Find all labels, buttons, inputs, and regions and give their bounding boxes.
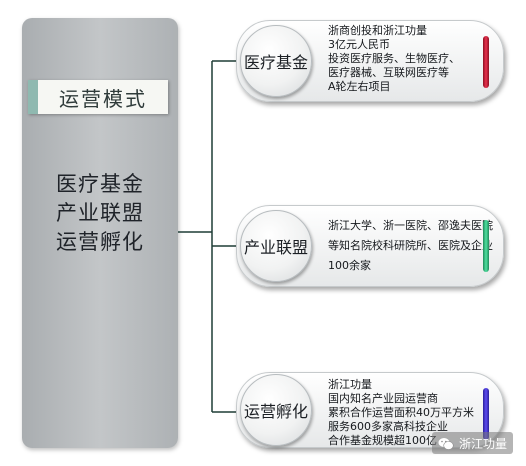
wechat-icon — [438, 436, 454, 450]
card-desc-medical-fund: 浙商创投和浙江功量 3亿元人民币 投资医疗服务、生物医疗、 医疗器械、互联网医疗… — [328, 24, 478, 94]
watermark: 浙江功量 — [432, 432, 514, 454]
desc-line: A轮左右项目 — [328, 80, 391, 93]
desc-line: 浙江功量 — [328, 378, 372, 391]
card-title-incubation: 运营孵化 — [240, 374, 312, 446]
desc-line: 浙商创投和浙江功量 — [328, 24, 427, 37]
watermark-text: 浙江功量 — [459, 436, 508, 451]
desc-line: 100余家 — [328, 259, 371, 272]
card-desc-incubation: 浙江功量 国内知名产业园运营商 累积合作运营面积40万平方米 服务600多家高科… — [328, 378, 478, 448]
desc-line: 累积合作运营面积40万平方米 — [328, 406, 474, 419]
panel-item-list: 医疗基金 产业联盟 运营孵化 — [22, 170, 178, 257]
card-title-industry-alliance: 产业联盟 — [240, 210, 312, 282]
card-title-medical-fund: 医疗基金 — [240, 25, 312, 97]
desc-line: 投资医疗服务、生物医疗、 — [328, 52, 460, 65]
panel-item-incubation: 运营孵化 — [56, 230, 144, 254]
accent-bar-blue — [483, 388, 489, 440]
desc-line: 国内知名产业园运营商 — [328, 392, 438, 405]
panel-item-industry-alliance: 产业联盟 — [56, 201, 144, 225]
desc-line: 服务600多家高科技企业 — [328, 420, 448, 433]
operation-mode-label: 运营模式 — [28, 80, 168, 114]
desc-line: 3亿元人民币 — [328, 38, 390, 51]
accent-bar-red — [483, 36, 489, 88]
desc-line: 医疗器械、互联网医疗等 — [328, 66, 449, 79]
accent-bar-green — [483, 220, 489, 272]
desc-line: 等知名院校科研院所、医院及企业 — [328, 239, 493, 252]
desc-line: 合作基金规模超100亿 — [328, 434, 437, 447]
card-desc-industry-alliance: 浙江大学、浙一医院、邵逸夫医院 等知名院校科研院所、医院及企业 100余家 — [328, 216, 493, 276]
desc-line: 浙江大学、浙一医院、邵逸夫医院 — [328, 219, 493, 232]
panel-item-medical-fund: 医疗基金 — [56, 172, 144, 196]
